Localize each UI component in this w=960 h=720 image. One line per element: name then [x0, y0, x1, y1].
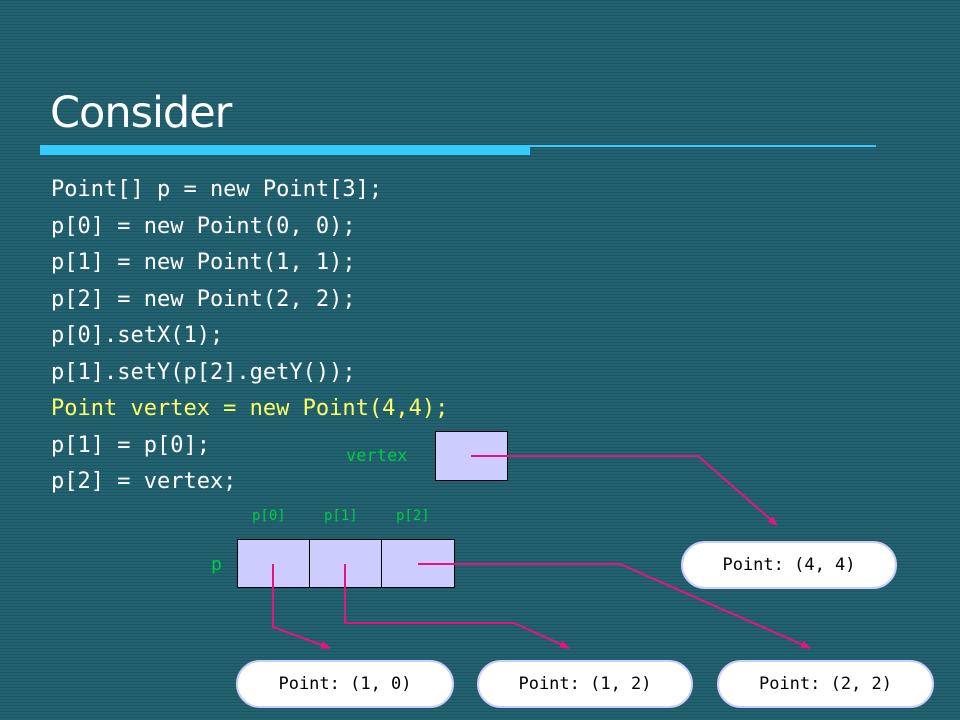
array-label: p [211, 554, 222, 575]
code-line: Point[] p = new Point[3]; [51, 177, 383, 202]
code-line: p[1].setY(p[2].getY()); [51, 359, 356, 385]
point-object-1-0: Point: (1, 0) [236, 660, 454, 708]
index-label-p1: p[1] [324, 508, 358, 524]
code-listing: Point[] p = new Point[3]; p[0] = new Poi… [51, 172, 448, 501]
arrow-p2-to-point [418, 563, 811, 649]
arrow-p0-to-point [272, 564, 331, 649]
code-line: p[0].setX(1); [51, 323, 224, 348]
title-underline-thin [530, 145, 876, 147]
point-object-vertex: Point: (4, 4) [681, 541, 897, 589]
code-line: p[0] = new Point(0, 0); [51, 213, 356, 239]
slide-title: Consider [50, 88, 232, 138]
index-label-p0: p[0] [252, 508, 286, 524]
code-line: p[2] = vertex; [51, 469, 237, 494]
arrow-p1-to-point [344, 564, 570, 649]
arrow-vertex-to-point [471, 455, 778, 526]
point-object-2-2: Point: (2, 2) [717, 660, 934, 708]
vertex-label: vertex [346, 446, 408, 466]
code-line: p[2] = new Point(2, 2); [51, 286, 356, 312]
code-line: p[1] = new Point(1, 1); [51, 250, 356, 275]
index-label-p2: p[2] [396, 508, 430, 524]
code-line-highlighted: Point vertex = new Point(4,4); [51, 396, 449, 421]
code-line: p[1] = p[0]; [51, 432, 210, 458]
title-underline-thick [40, 145, 530, 155]
point-object-1-2: Point: (1, 2) [477, 660, 693, 708]
